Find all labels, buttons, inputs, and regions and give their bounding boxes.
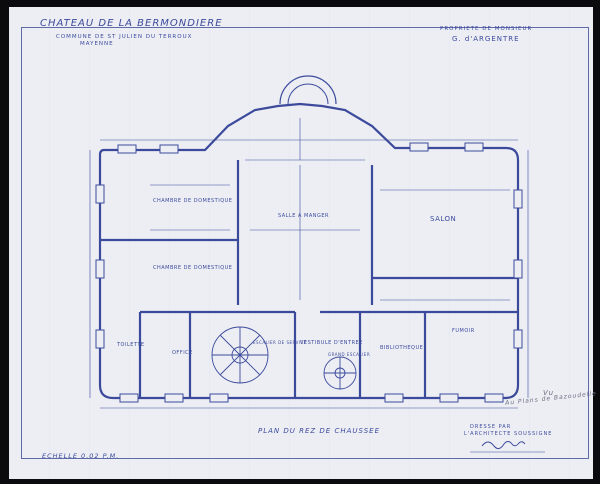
- owner-line-1: PROPRIETE DE MONSIEUR: [440, 26, 533, 32]
- room-label: SALON: [430, 215, 457, 223]
- room-label: CHAMBRE DE DOMESTIQUE: [153, 265, 233, 271]
- room-label: CHAMBRE DE DOMESTIQUE: [153, 198, 233, 204]
- room-label: ESCALIER DE SERVICE: [253, 340, 307, 345]
- chateau-title: CHATEAU DE LA BERMONDIERE: [40, 18, 223, 29]
- scale-label: ECHELLE 0.02 P.M.: [42, 452, 120, 460]
- drawn-by-line-2: L'ARCHITECTE SOUSSIGNE: [464, 431, 553, 437]
- room-label: TOILETTE: [117, 342, 145, 348]
- drawing-frame: [21, 27, 589, 459]
- department-line: MAYENNE: [80, 41, 114, 47]
- room-label: FUMOIR: [452, 328, 475, 334]
- room-label: SALLE A MANGER: [278, 213, 329, 219]
- outer-wall: [98, 102, 520, 400]
- room-label: VESTIBULE D'ENTREE: [300, 340, 363, 346]
- room-label: GRAND ESCALIER: [328, 352, 371, 357]
- owner-line-2: G. d'ARGENTRE: [452, 35, 520, 43]
- tower-bay: [279, 75, 337, 105]
- room-label: OFFICE: [172, 350, 193, 356]
- drawn-by-line-1: DRESSE PAR: [470, 424, 512, 430]
- approval-vu: Vu: [543, 389, 555, 397]
- plan-title: PLAN DU REZ DE CHAUSSEE: [258, 427, 381, 435]
- room-label: BIBLIOTHEQUE: [380, 345, 424, 351]
- commune-line: COMMUNE DE ST JULIEN DU TERROUX: [56, 34, 193, 40]
